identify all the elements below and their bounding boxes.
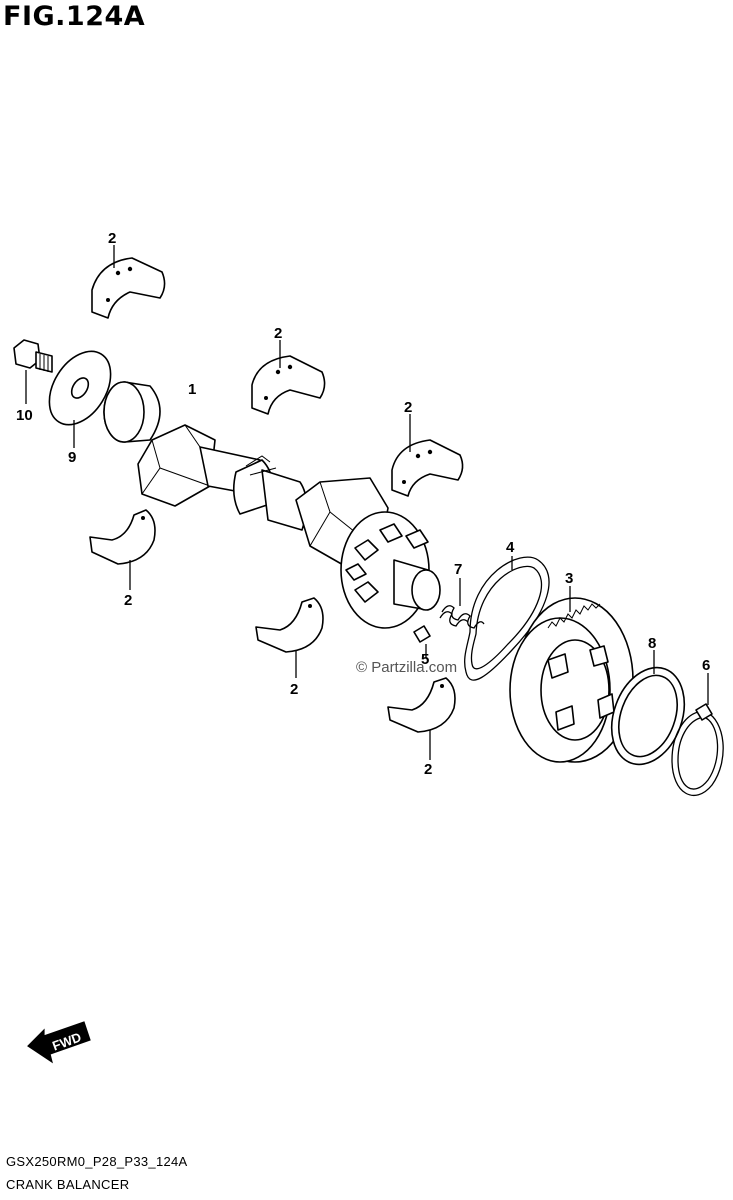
- callout-4: 4: [506, 539, 515, 556]
- callout-10: 10: [16, 407, 33, 424]
- balancer-shaft[interactable]: [103, 381, 441, 629]
- balancer-driven-gear[interactable]: [509, 597, 634, 763]
- callout-1: 1: [188, 381, 196, 398]
- washer[interactable]: [37, 340, 123, 435]
- callout-2-top-right: 2: [404, 399, 412, 416]
- callout-9: 9: [68, 449, 76, 466]
- spring[interactable]: [439, 605, 485, 629]
- bolt[interactable]: [13, 339, 53, 373]
- bearing-shell-top-center[interactable]: [251, 355, 326, 415]
- watermark: © Partzilla.com: [356, 659, 457, 676]
- callout-2-top-center: 2: [274, 325, 282, 342]
- callout-5: 5: [421, 651, 429, 668]
- callout-3: 3: [565, 570, 573, 587]
- bearing-shell-bottom-center[interactable]: [255, 597, 324, 653]
- callout-2-bottom-left: 2: [124, 592, 132, 609]
- diagram-code: GSX250RM0_P28_P33_124A: [6, 1154, 188, 1169]
- callout-2-bottom-right: 2: [424, 761, 432, 778]
- figure-title: FIG.124A: [3, 1, 146, 32]
- callout-8: 8: [648, 635, 656, 652]
- callout-2-bottom-center: 2: [290, 681, 298, 698]
- circlip[interactable]: [671, 703, 724, 796]
- callout-7: 7: [454, 561, 462, 578]
- pin[interactable]: [413, 625, 431, 643]
- bearing-shell-bottom-left[interactable]: [89, 509, 156, 565]
- callout-2-top-left: 2: [108, 230, 116, 247]
- bearing-shell-bottom-right[interactable]: [387, 677, 456, 733]
- leader-lines: [25, 245, 709, 760]
- shim-ring[interactable]: [599, 657, 697, 774]
- fwd-arrow-icon: FWD: [27, 1021, 91, 1064]
- diagram-name: CRANK BALANCER: [6, 1177, 130, 1192]
- bearing-shell-top-right[interactable]: [391, 439, 464, 497]
- callout-6: 6: [702, 657, 710, 674]
- bearing-shell-top-left[interactable]: [91, 257, 166, 319]
